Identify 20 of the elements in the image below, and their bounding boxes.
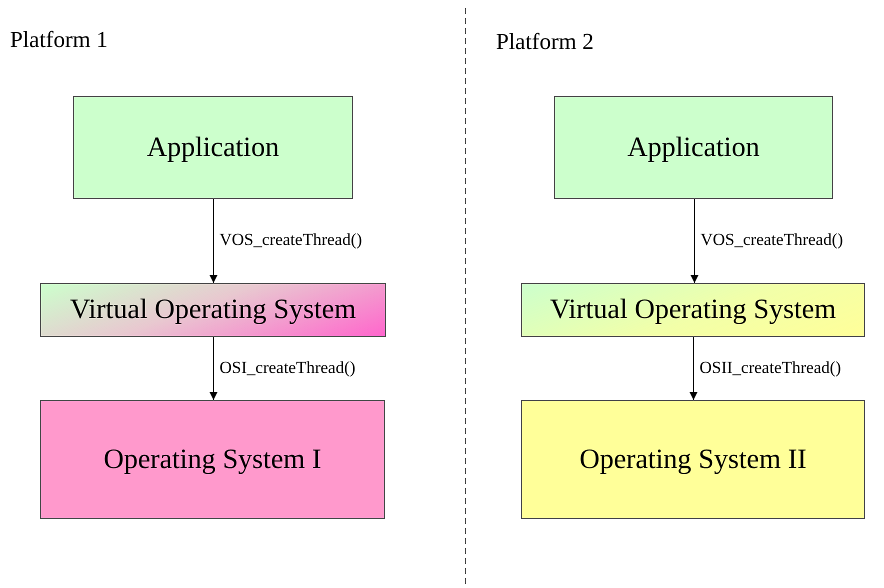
arrow <box>210 336 218 400</box>
arrow <box>690 198 698 284</box>
application-box <box>73 96 353 199</box>
os-box <box>40 400 385 519</box>
edge-label: VOS_createThread() <box>700 230 844 250</box>
node-label: Operating System II <box>579 444 807 476</box>
node-label: Application <box>627 132 760 164</box>
platform-label: Platform 2 <box>496 29 594 55</box>
arrow <box>210 198 218 284</box>
virtual-os-box <box>521 283 865 337</box>
application-box <box>554 96 833 199</box>
node-label: Operating System I <box>104 444 322 476</box>
edge-label: VOS_createThread() <box>218 230 364 250</box>
platform-label: Platform 1 <box>10 27 108 53</box>
virtual-os-box <box>40 283 386 337</box>
node-label: Virtual Operating System <box>550 294 836 326</box>
node-label: Application <box>146 132 280 164</box>
node-label: Virtual Operating System <box>70 294 356 326</box>
arrow <box>690 336 698 400</box>
os-box <box>521 400 865 519</box>
